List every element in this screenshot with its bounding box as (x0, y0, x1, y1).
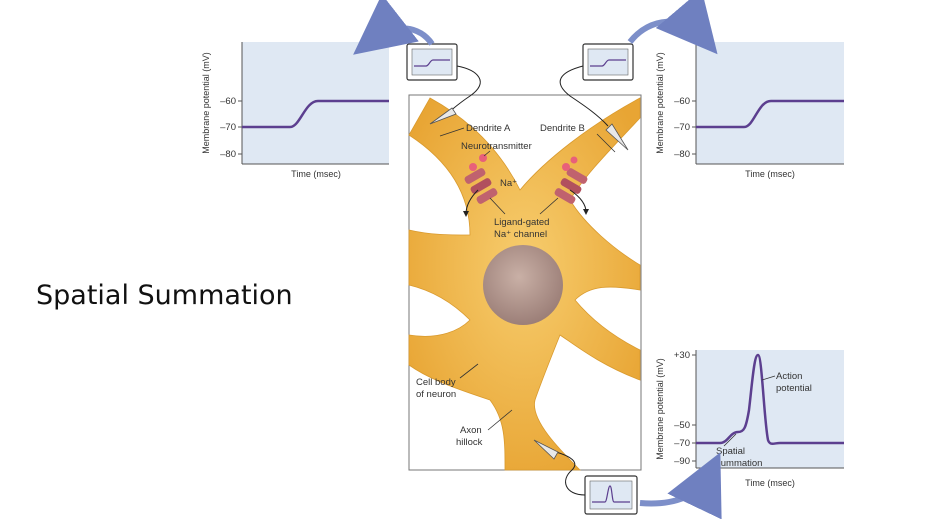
graph-b: –60 –70 –80 Membrane potential (mV) Time… (655, 42, 844, 179)
channel-leader-a (489, 197, 506, 215)
graph-c-tick-label: –50 (674, 420, 690, 431)
slide-title: Spatial Summation (36, 280, 293, 311)
graph-c-spatial-label: summation (716, 458, 762, 469)
channel-leader-b (539, 197, 559, 215)
dendrite-b-label: Dendrite B (540, 123, 585, 134)
dendrite-a-label: Dendrite A (466, 123, 511, 134)
electrode-a (429, 107, 457, 125)
graph-c-action-label: Action (776, 371, 802, 382)
electrode-wire-c (555, 451, 586, 496)
graph-c-action-label: potential (776, 383, 812, 394)
graph-a-tick-label: –80 (220, 149, 236, 160)
graph-a-tick-label: –70 (220, 122, 236, 133)
cell-body-label: Cell body (416, 377, 456, 388)
graph-b-y-axis-label: Membrane potential (mV) (655, 52, 665, 154)
graph-c-tick-label: –90 (674, 456, 690, 467)
arrow-to-graph-b (627, 0, 718, 55)
graph-a-plot-area (242, 42, 389, 164)
dendrite-b-leader (596, 133, 616, 153)
graph-c-tick-label: +30 (674, 350, 690, 361)
graph-a-y-axis-label: Membrane potential (mV) (201, 52, 211, 154)
arrow-to-graph-a (353, 0, 435, 55)
neurotransmitter-molecule (562, 163, 570, 171)
graph-c-action-leader (761, 375, 776, 381)
axon-hillock-label: hillock (456, 437, 483, 448)
graph-a-x-axis-label: Time (msec) (291, 169, 341, 179)
ligand-gated-channel-b (554, 168, 588, 204)
graph-c-x-axis-label: Time (msec) (745, 478, 795, 488)
graph-c-spatial-label: Spatial (716, 446, 745, 457)
electrode-c (533, 439, 559, 460)
arrow-to-graph-c (639, 452, 722, 520)
graph-c-spatial-leader (723, 433, 737, 447)
graph-c: +30 –50 –70 –90 Membrane potential (mV) … (655, 350, 844, 488)
channel-label: Na⁺ channel (494, 229, 547, 240)
electrode-b (605, 123, 629, 151)
graph-c-tick-label: –70 (674, 438, 690, 449)
graph-b-x-axis-label: Time (msec) (745, 169, 795, 179)
neurotransmitter-leader (483, 150, 491, 157)
graph-a-tick-label: –60 (220, 96, 236, 107)
graph-b-tick-label: –80 (674, 149, 690, 160)
cell-body-leader (459, 363, 479, 379)
na-influx-arrow-b (569, 189, 589, 215)
graph-b-plot-area (696, 42, 844, 164)
monitor-c (584, 475, 638, 515)
axon-hillock-leader (487, 409, 513, 431)
neurotransmitter-label: Neurotransmitter (461, 141, 532, 152)
na-ion-label: Na⁺ (500, 178, 517, 189)
na-influx-arrow-a (463, 189, 479, 217)
graph-c-plot-area (696, 350, 844, 468)
graph-a: –60 –70 –80 Membrane potential (mV) Time… (201, 42, 389, 179)
monitor-a (406, 43, 458, 81)
graph-c-y-axis-label: Membrane potential (mV) (655, 358, 665, 460)
channel-label: Ligand-gated (494, 217, 549, 228)
graph-a-trace (242, 99, 389, 129)
ligand-gated-channel-a (464, 168, 498, 204)
dendrite-a-leader (439, 127, 465, 137)
monitor-b (582, 43, 634, 81)
neurotransmitter-molecule (469, 163, 477, 171)
graph-b-tick-label: –60 (674, 96, 690, 107)
nucleus (483, 245, 563, 325)
cell-body-label: of neuron (416, 389, 456, 400)
graph-b-tick-label: –70 (674, 122, 690, 133)
neuron-panel: Dendrite A Dendrite B Neurotransmitter N… (408, 94, 642, 471)
neurotransmitter-molecule (479, 154, 487, 162)
electrode-wire-b (559, 65, 609, 127)
graph-b-trace (696, 99, 844, 129)
graph-c-trace (696, 353, 844, 445)
axon-hillock-label: Axon (460, 425, 482, 436)
neurotransmitter-molecule (570, 156, 578, 164)
